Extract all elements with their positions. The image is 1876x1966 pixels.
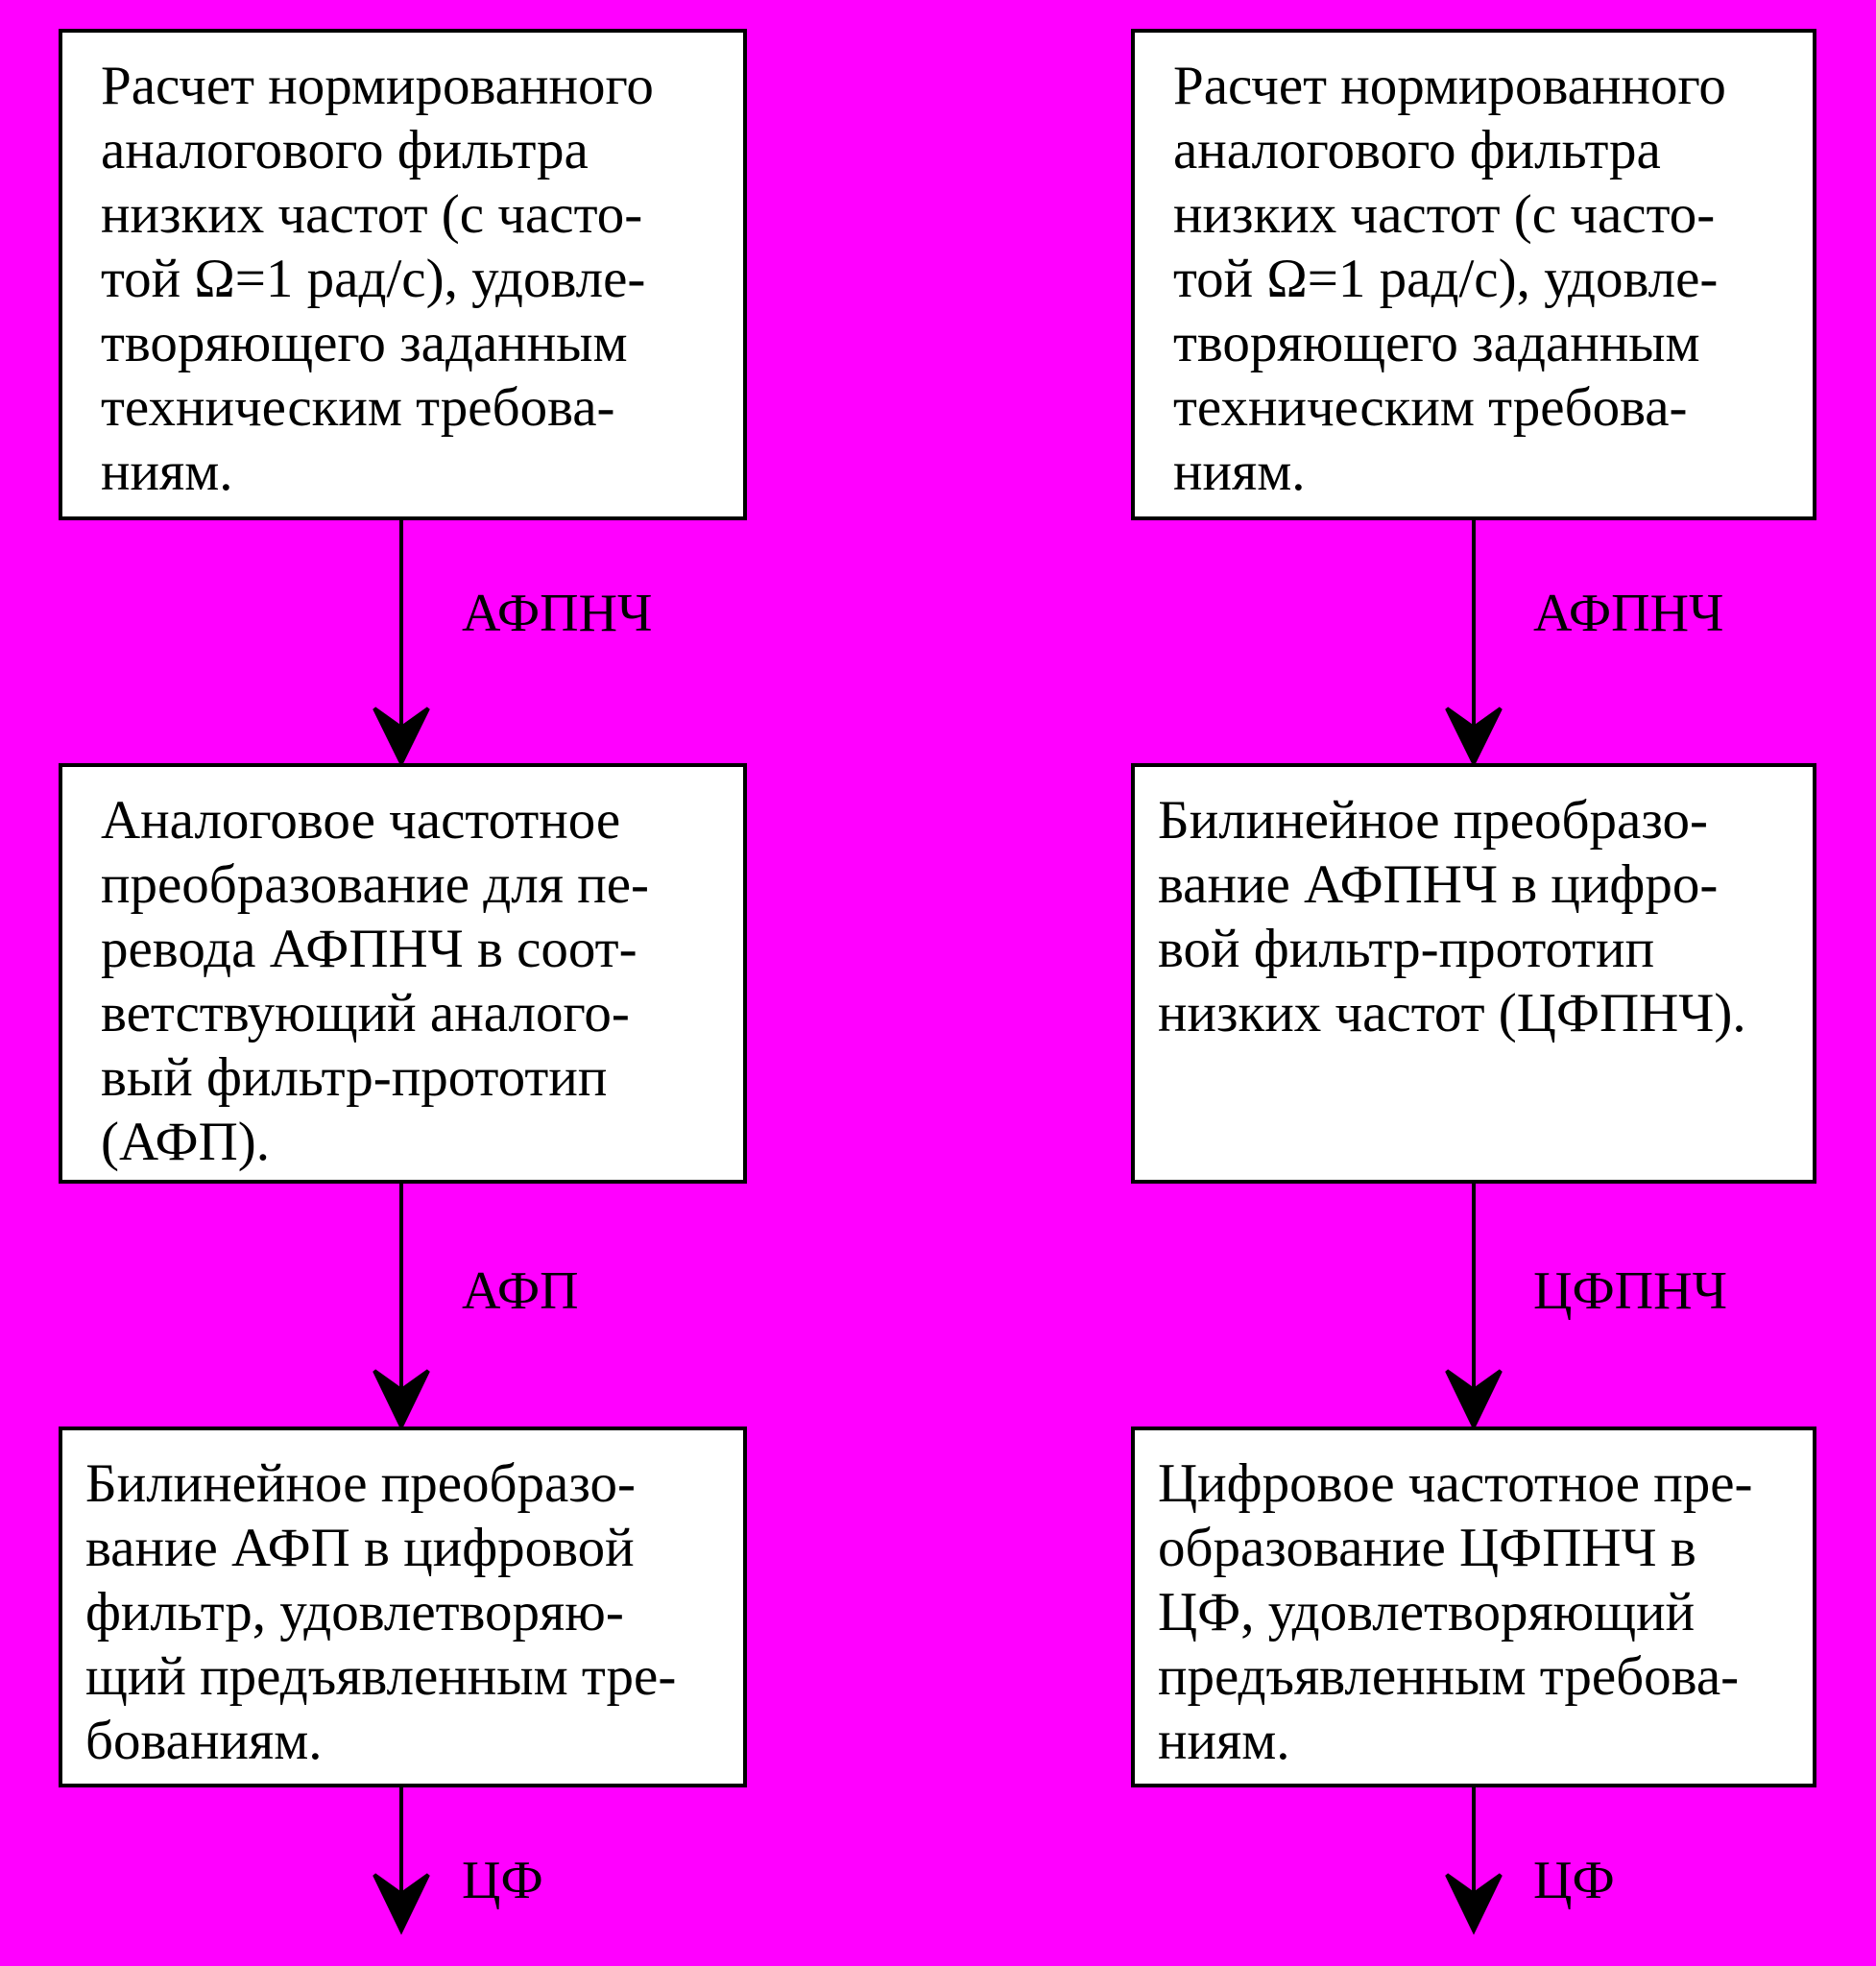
- box-text: Расчет нормированного аналогового фильтр…: [101, 54, 654, 504]
- right-box-1: Расчет нормированного аналогового фильтр…: [1131, 29, 1816, 520]
- text-line: предъявленным требова-: [1158, 1646, 1740, 1707]
- arrowhead-left-1: [373, 707, 430, 768]
- arrowhead-right-1: [1445, 707, 1503, 768]
- text-line: низких частот (с часто-: [1173, 184, 1716, 245]
- text-line: Аналоговое частотное: [101, 790, 621, 851]
- text-line: Билинейное преобразо-: [85, 1453, 637, 1514]
- arrow-label-right-2: ЦФПНЧ: [1533, 1261, 1727, 1321]
- text-line: Расчет нормированного: [1173, 56, 1726, 116]
- text-line: низких частот (ЦФПНЧ).: [1158, 983, 1746, 1043]
- text-line: преобразование для пе-: [101, 854, 650, 915]
- text-line: (АФП).: [101, 1112, 270, 1172]
- left-box-2: Аналоговое частотное преобразование для …: [59, 763, 747, 1184]
- left-box-1: Расчет нормированного аналогового фильтр…: [59, 29, 747, 520]
- text-line: той Ω=1 рад/с), удовле-: [101, 249, 646, 309]
- right-box-2: Билинейное преобразо- вание АФПНЧ в цифр…: [1131, 763, 1816, 1184]
- text-line: ниям.: [101, 442, 233, 502]
- left-box-3: Билинейное преобразо- вание АФП в цифров…: [59, 1427, 747, 1787]
- arrow-label-left-3: ЦФ: [462, 1851, 543, 1910]
- text-line: вый фильтр-прототип: [101, 1047, 608, 1108]
- text-line: ревода АФПНЧ в соот-: [101, 919, 637, 979]
- text-line: Билинейное преобразо-: [1158, 790, 1709, 851]
- text-line: творяющего заданным: [101, 313, 628, 373]
- text-line: ЦФ, удовлетворяющий: [1158, 1582, 1696, 1642]
- box-text: Аналоговое частотное преобразование для …: [101, 788, 649, 1174]
- box-text: Расчет нормированного аналогового фильтр…: [1173, 54, 1726, 504]
- text-line: техническим требова-: [1173, 377, 1688, 438]
- text-line: Расчет нормированного: [101, 56, 654, 116]
- text-line: бованиям.: [85, 1711, 323, 1771]
- text-line: аналогового фильтра: [1173, 120, 1661, 180]
- text-line: творяющего заданным: [1173, 313, 1700, 373]
- box-text: Билинейное преобразо- вание АФПНЧ в цифр…: [1158, 788, 1746, 1045]
- text-line: вание АФП в цифровой: [85, 1518, 635, 1578]
- box-text: Цифровое частотное пре- образование ЦФПН…: [1158, 1451, 1753, 1773]
- text-line: техническим требова-: [101, 377, 615, 438]
- arrowhead-right-2: [1445, 1369, 1503, 1431]
- text-line: образование ЦФПНЧ в: [1158, 1518, 1696, 1578]
- arrow-label-right-3: ЦФ: [1533, 1851, 1615, 1910]
- arrow-label-left-1: АФПНЧ: [462, 584, 653, 643]
- right-box-3: Цифровое частотное пре- образование ЦФПН…: [1131, 1427, 1816, 1787]
- text-line: низких частот (с часто-: [101, 184, 643, 245]
- arrowhead-right-3: [1445, 1873, 1503, 1935]
- arrow-label-left-2: АФП: [462, 1261, 579, 1321]
- text-line: аналогового фильтра: [101, 120, 589, 180]
- text-line: ниям.: [1173, 442, 1306, 502]
- text-line: фильтр, удовлетворяю-: [85, 1582, 624, 1642]
- text-line: щий предъявленным тре-: [85, 1646, 677, 1707]
- arrow-label-right-1: АФПНЧ: [1533, 584, 1724, 643]
- text-line: вание АФПНЧ в цифро-: [1158, 854, 1719, 915]
- text-line: Цифровое частотное пре-: [1158, 1453, 1753, 1514]
- text-line: вой фильтр-прототип: [1158, 919, 1655, 979]
- arrowhead-left-3: [373, 1873, 430, 1935]
- text-line: той Ω=1 рад/с), удовле-: [1173, 249, 1719, 309]
- arrowhead-left-2: [373, 1369, 430, 1431]
- box-text: Билинейное преобразо- вание АФП в цифров…: [85, 1451, 676, 1773]
- text-line: ветствующий аналого-: [101, 983, 630, 1043]
- text-line: ниям.: [1158, 1711, 1290, 1771]
